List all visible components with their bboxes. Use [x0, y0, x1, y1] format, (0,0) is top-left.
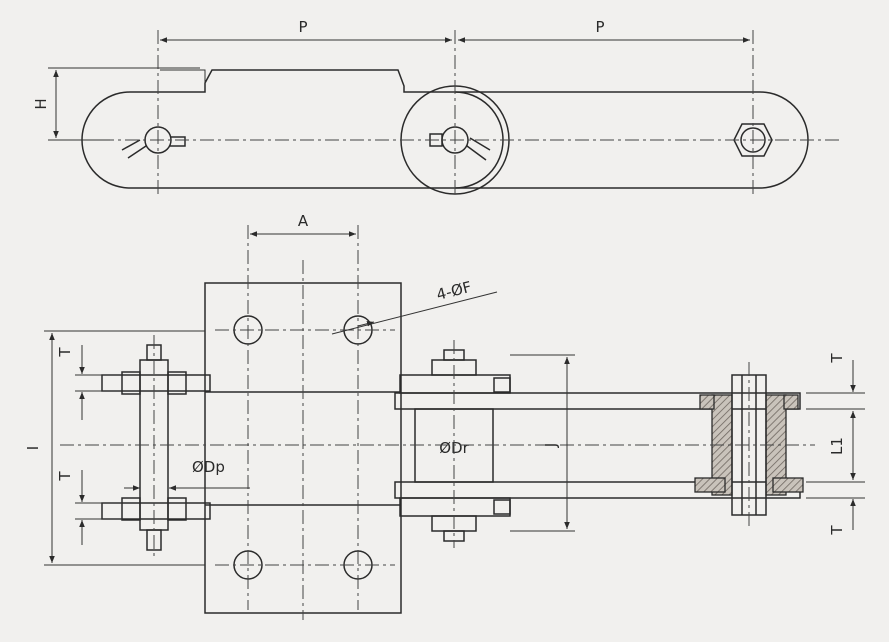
thickness-label-top-left: T [56, 347, 74, 358]
plate-step [160, 69, 206, 83]
left-link-plate-top [101, 374, 211, 392]
right-section-right-foot [772, 477, 804, 493]
left-link-plate [81, 69, 504, 189]
pitch-label-right: P [595, 18, 604, 36]
inner-link-plate-bottom [394, 481, 801, 499]
outer-link-width-label: J [542, 443, 560, 448]
pitch-label-left: P [298, 18, 307, 36]
middle-nut-top [493, 377, 511, 393]
left-link-plate-bottom [101, 502, 211, 520]
inner-width-label: I [24, 446, 42, 450]
inner-link-plate-top [394, 392, 801, 410]
left-pin-head-top [121, 371, 141, 395]
right-section-right-head [783, 394, 799, 410]
thickness-label-bottom-right: T [828, 525, 846, 536]
attachment-spacing-label: A [298, 212, 309, 230]
bolt-hole-leader [331, 291, 498, 335]
thickness-label-bottom-left: T [56, 471, 74, 482]
left-cotter [121, 136, 186, 159]
side-view: P P H [32, 18, 840, 195]
plan-view: A 4-ØF ØDr [24, 212, 865, 620]
left-pin-head-bottom [121, 497, 141, 521]
right-pin [740, 127, 766, 153]
left-pin-nut-bottom [167, 497, 187, 521]
middle-nut-bottom [493, 499, 511, 515]
right-section-left-foot [694, 477, 726, 493]
middle-cotter [429, 133, 491, 161]
right-section-left-head [699, 394, 715, 410]
pin-diameter-label: ØDp [192, 458, 225, 476]
left-pin-nut-top [167, 371, 187, 395]
height-label: H [32, 98, 50, 109]
inner-link-width-label: L1 [828, 437, 846, 455]
bolt-hole-leader-arrow [357, 320, 375, 327]
thickness-label-top-right: T [828, 353, 846, 364]
